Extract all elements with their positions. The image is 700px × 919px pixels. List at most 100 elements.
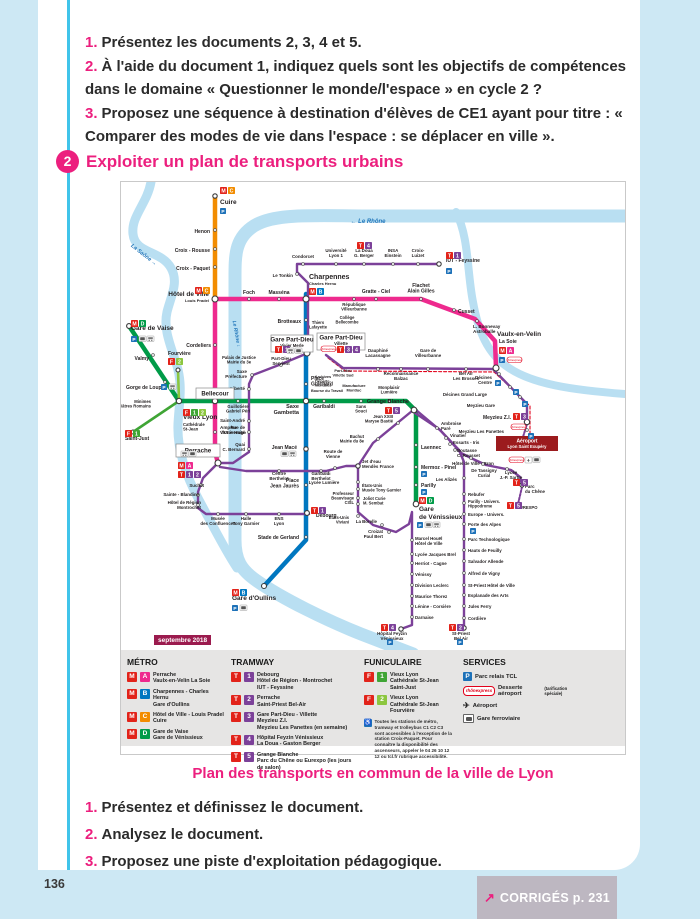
map-station-label: Charpennes [309,274,350,281]
line-badge [275,346,282,353]
map-station-label: Cuire [220,199,237,206]
map-station-dot [213,265,217,269]
line-badge [446,252,453,259]
map-line-tram-T1-centre [218,351,310,465]
line-badge [337,346,344,353]
line-badge [176,358,183,365]
map-station-label: Hôtel de Ville - Bron [452,461,494,466]
map-station-label: Grange Blanche [367,399,409,405]
map-station-dot [426,367,430,371]
map-station-label: Jules Ferry [468,604,492,609]
line-badge [311,507,318,514]
map-station-dot [295,272,299,276]
svg-text:5: 5 [517,503,520,509]
svg-text:rhônexpress: rhônexpress [507,358,523,362]
map-station-dot [304,382,308,386]
map-station-dot [462,492,466,496]
map-station-dot [304,535,308,539]
legend-metro-title: MÉTRO [127,657,158,667]
map-line-tram-T1-sud [196,463,311,516]
map-station-label: Bourse du Travail [311,389,343,393]
map-station-dot [410,561,414,565]
map-station-dot [410,552,414,556]
map-station-dot [376,367,380,371]
svg-text:D: D [141,321,145,327]
map-line-tram-T3-panettes [522,423,528,438]
airport-icon [524,456,533,464]
parc-relais-icon [528,433,534,439]
legend-service-item: ✈Aéroport [463,701,498,710]
svg-text:1: 1 [456,253,459,259]
map-station-dot [196,503,200,507]
map-station-dot [250,373,254,377]
map-station-dot [410,604,414,608]
svg-text:M: M [179,463,183,469]
map-station-dot [247,297,251,301]
line-badge [513,479,520,486]
map-hub [175,367,181,373]
map-hub-box-sub: Vivier Merle [280,343,304,348]
line-badge [419,497,426,504]
map-station-label: Lycée Jacques Brel [415,552,456,557]
line-badge [499,347,506,354]
map-station-dot [301,262,305,266]
svg-text:P: P [500,358,504,364]
map-hub [436,261,442,267]
map-station-label: Saint-Just [125,436,150,442]
svg-text:P: P [458,640,462,646]
svg-text:1: 1 [193,410,196,416]
map-station-label: Darnaise [415,615,434,620]
svg-text:5: 5 [395,408,398,414]
wheelchair-icon: ♿ [364,719,372,728]
svg-text:B: B [242,590,246,596]
svg-text:T: T [359,243,363,249]
map-station-dot [462,593,466,597]
parc-relais-icon [387,639,393,645]
map-station-dot [525,428,529,432]
line-badge [345,346,352,353]
line-badge [131,320,138,327]
map-station-label: Jean Macé [272,445,298,451]
map-hub-box-title: Bellecour [201,392,229,398]
svg-text:1: 1 [135,431,138,437]
legend-tramway-title: TRAMWAY [231,657,275,667]
map-hub [492,364,500,372]
map-hub-box-title: Aéroport [516,438,537,444]
map-station-dot [462,501,466,505]
line-badge [427,497,434,504]
svg-text:P: P [447,269,451,275]
map-station-label: Cusset [458,309,475,315]
svg-text:1: 1 [188,472,191,478]
map-station-label: Sainte - Blandine [163,492,199,497]
parc-relais-icon [421,489,427,495]
svg-text:T: T [277,347,281,353]
map-station-label: Croix - Rousse [175,248,211,254]
legend-service-item: Gare ferroviaire [463,714,581,723]
map-hub [304,510,310,516]
map-station-dot [464,367,468,371]
map-station-dot [359,399,363,403]
map-station-dot [396,421,400,425]
map-station-dot [213,228,217,232]
map-station-dot [462,571,466,575]
map-station-dot [163,380,167,384]
line-badge [133,430,140,437]
left-cyan-rule [67,0,70,870]
line-badge [309,288,316,295]
map-station-label: Lycée Lumière [309,480,340,485]
line-badge [521,413,528,420]
